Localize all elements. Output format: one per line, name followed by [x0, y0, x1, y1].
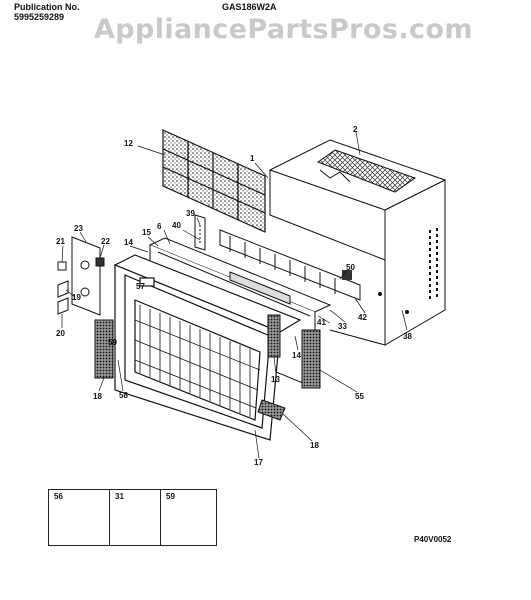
callout-19: 19 — [72, 293, 81, 302]
top-screen-mesh — [316, 149, 417, 193]
screw-icon — [405, 310, 409, 314]
callout-20: 20 — [56, 329, 65, 338]
callout-22: 22 — [101, 237, 110, 246]
callout-6: 6 — [157, 222, 162, 231]
callout-14-mid: 14 — [292, 351, 301, 360]
screw-icon — [378, 292, 382, 296]
callout-41: 41 — [317, 318, 326, 327]
front-grille — [113, 254, 302, 441]
inset-box-56: 56 — [48, 489, 110, 546]
callout-38: 38 — [403, 332, 412, 341]
cabinet-shell — [268, 139, 447, 346]
callout-1: 1 — [250, 154, 255, 163]
callout-42: 42 — [358, 313, 367, 322]
louver-bracket — [194, 214, 361, 301]
inset-label-56: 56 — [54, 492, 63, 501]
seal-55 — [301, 329, 321, 389]
callout-14-top: 14 — [124, 238, 133, 247]
callout-59: 59 — [108, 338, 117, 347]
inset-label-59: 59 — [166, 492, 175, 501]
callout-57: 57 — [136, 282, 145, 291]
callout-40: 40 — [172, 221, 181, 230]
callout-12: 12 — [124, 139, 133, 148]
callout-39: 39 — [186, 209, 195, 218]
callout-17: 17 — [254, 458, 263, 467]
callout-23: 23 — [74, 224, 83, 233]
filter-grid — [162, 129, 266, 233]
callout-58: 58 — [119, 391, 128, 400]
inset-box-31: 31 — [109, 489, 161, 546]
control-plate — [57, 236, 105, 316]
callout-33: 33 — [338, 322, 347, 331]
callout-55: 55 — [355, 392, 364, 401]
watermark: AppliancePartsPros.com — [94, 14, 473, 45]
publication-label: Publication No. — [14, 2, 80, 12]
callout-2: 2 — [353, 125, 358, 134]
publication-number: 5995259289 — [14, 12, 65, 22]
left-seal — [94, 319, 114, 379]
callout-50: 50 — [346, 263, 355, 272]
callout-15: 15 — [142, 228, 151, 237]
inset-box-59: 59 — [160, 489, 217, 546]
seal-13 — [267, 314, 281, 358]
callout-18-bottom: 18 — [310, 441, 319, 450]
callout-18-left: 18 — [93, 392, 102, 401]
bottom-seal — [257, 399, 286, 421]
callout-13: 13 — [271, 375, 280, 384]
part-50 — [342, 270, 352, 280]
figure-code: P40V0052 — [414, 535, 452, 544]
leader-lines — [61, 131, 408, 459]
inset-label-31: 31 — [115, 492, 124, 501]
callout-21: 21 — [56, 237, 65, 246]
model-number: GAS186W2A — [222, 2, 277, 12]
